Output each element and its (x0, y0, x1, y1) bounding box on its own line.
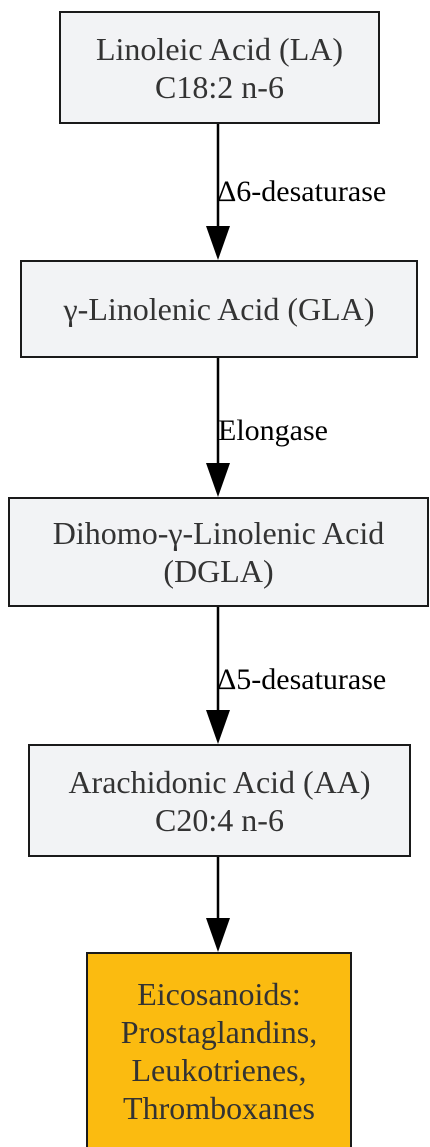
node-label-line: Linoleic Acid (LA) (95, 30, 344, 67)
edge-label-elongase: Elongase (218, 414, 328, 447)
node-label-line: C18:2 n-6 (155, 68, 284, 105)
node-label-line: Thromboxanes (123, 1089, 315, 1126)
node-label-line: Prostaglandins, (120, 1013, 318, 1050)
node-label-line: Dihomo-γ-Linolenic Acid (52, 515, 385, 551)
node-gamma-linolenic-acid: γ-Linolenic Acid (GLA) (20, 260, 418, 358)
node-label-line: Eicosanoids: (137, 975, 301, 1012)
node-linoleic-acid: Linoleic Acid (LA) C18:2 n-6 (59, 11, 380, 124)
node-label-line: γ-Linolenic Acid (GLA) (63, 291, 375, 327)
node-label-line: C20:4 n-6 (155, 801, 284, 838)
node-label-line: (DGLA) (163, 553, 274, 589)
arrow-aa-to-eicosanoids (206, 857, 230, 952)
arrow-dgla-to-aa (206, 607, 230, 744)
arrow-gla-to-dgla (206, 358, 230, 497)
arrow-la-to-gla (206, 124, 230, 260)
edge-label-delta6-desaturase: Δ6-desaturase (217, 175, 387, 208)
node-label-line: Arachidonic Acid (AA) (68, 763, 371, 800)
edge-label-delta5-desaturase: Δ5-desaturase (217, 663, 387, 696)
node-arachidonic-acid: Arachidonic Acid (AA) C20:4 n-6 (28, 744, 411, 857)
node-label-line: Leukotrienes, (131, 1051, 307, 1088)
node-eicosanoids: Eicosanoids: Prostaglandins, Leukotriene… (86, 952, 352, 1147)
node-dihomo-gamma-linolenic-acid: Dihomo-γ-Linolenic Acid (DGLA) (8, 497, 429, 607)
